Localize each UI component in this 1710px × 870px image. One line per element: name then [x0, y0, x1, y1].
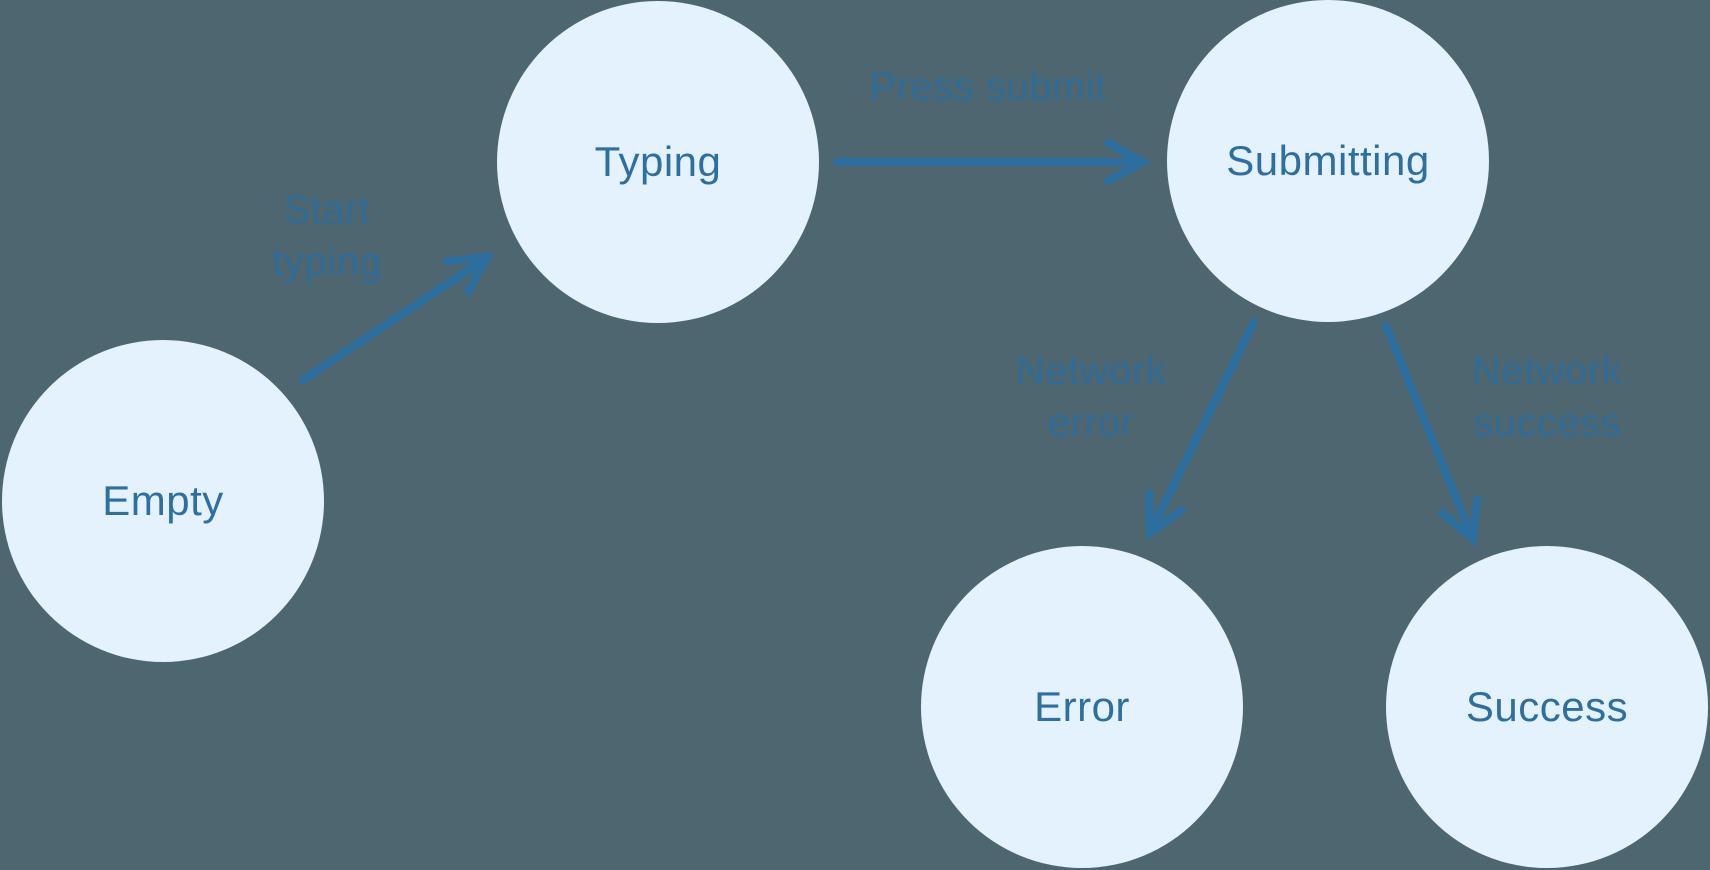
state-node-error: Error — [921, 546, 1243, 868]
state-node-typing: Typing — [497, 1, 819, 323]
state-label-empty: Empty — [102, 477, 224, 524]
state-label-success: Success — [1465, 683, 1629, 730]
edge-label-press-submit: Press submit — [869, 65, 1107, 109]
state-node-empty: Empty — [2, 340, 324, 662]
state-label-submitting: Submitting — [1226, 137, 1430, 184]
state-node-submitting: Submitting — [1167, 0, 1489, 322]
edge-label-network-success: Network success — [1471, 349, 1623, 445]
edge-typing-to-submitting-arrow — [833, 139, 1152, 185]
state-label-typing: Typing — [594, 138, 722, 185]
state-label-error: Error — [1034, 683, 1130, 730]
edge-label-start-typing: Start typing — [272, 188, 382, 284]
edge-label-network-error: Network error — [1015, 349, 1167, 445]
state-node-success: Success — [1386, 546, 1708, 868]
